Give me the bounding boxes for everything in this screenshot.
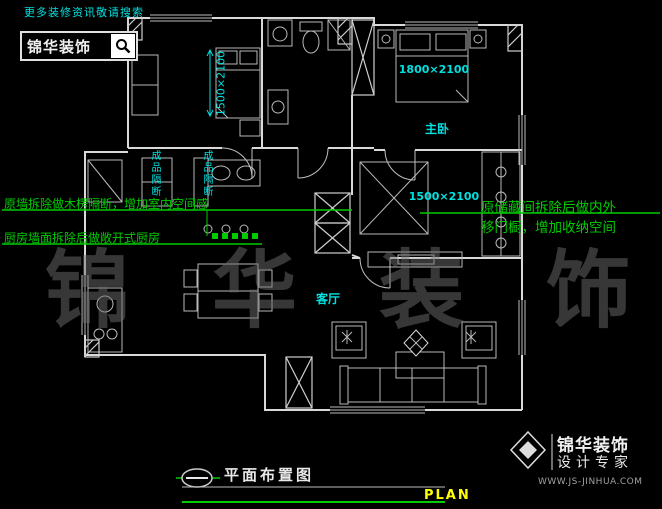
header-brand-name: 锦华装饰 xyxy=(27,37,92,56)
dimension-lines xyxy=(206,48,214,118)
doors xyxy=(221,147,416,289)
search-tagline: 更多装修资讯敬请搜索 xyxy=(24,6,144,19)
vanity-and-partition xyxy=(141,157,261,207)
walls xyxy=(84,17,523,411)
brand-diamond-logo-icon xyxy=(509,430,553,470)
plan-label: PLAN xyxy=(424,488,471,503)
dim-left-bedroom: 1500×2100 xyxy=(214,50,228,117)
drawing-title: 平面布置图 xyxy=(224,466,315,484)
master-bedroom-furniture xyxy=(377,29,487,103)
search-icon[interactable] xyxy=(111,34,135,58)
title-block-graphics xyxy=(176,468,445,503)
study-furniture xyxy=(359,161,429,235)
label-partition-left: 成品隔断 xyxy=(149,150,160,198)
brand-website[interactable]: WWW.JS-JINHUA.COM xyxy=(538,477,643,487)
label-partition-right: 成品隔断 xyxy=(201,150,212,198)
dim-study: 1500×2100 xyxy=(408,190,480,203)
dim-master-bedroom: 1800×2100 xyxy=(398,63,470,76)
annotation-storage-line2: 移门橱，增加收纳空间 xyxy=(481,220,616,236)
label-master-bedroom: 主卧 xyxy=(424,122,449,136)
annotation-storage-line1: 原储藏间拆除后做内外 xyxy=(481,200,616,216)
living-room-furniture xyxy=(331,251,497,405)
brand-name: 锦华装饰 xyxy=(557,436,629,456)
annotation-wall-removal: 原墙拆除做木楞隔断，增加室内空间感 xyxy=(4,197,209,211)
annotation-leaders xyxy=(2,209,660,245)
bathroom-fixtures xyxy=(267,19,351,125)
label-living-room: 客厅 xyxy=(315,292,340,306)
structural-columns xyxy=(84,17,523,409)
brand-tagline: 设计专家 xyxy=(557,455,633,471)
windows xyxy=(81,14,526,414)
header-brand-box[interactable]: 锦华装饰 xyxy=(20,31,138,61)
kitchen-fixtures xyxy=(87,159,123,353)
wardrobe xyxy=(481,151,521,257)
bedroom-left-furniture xyxy=(131,47,261,137)
annotation-kitchen: 厨房墙面拆除后做敞开式厨房 xyxy=(4,231,161,245)
